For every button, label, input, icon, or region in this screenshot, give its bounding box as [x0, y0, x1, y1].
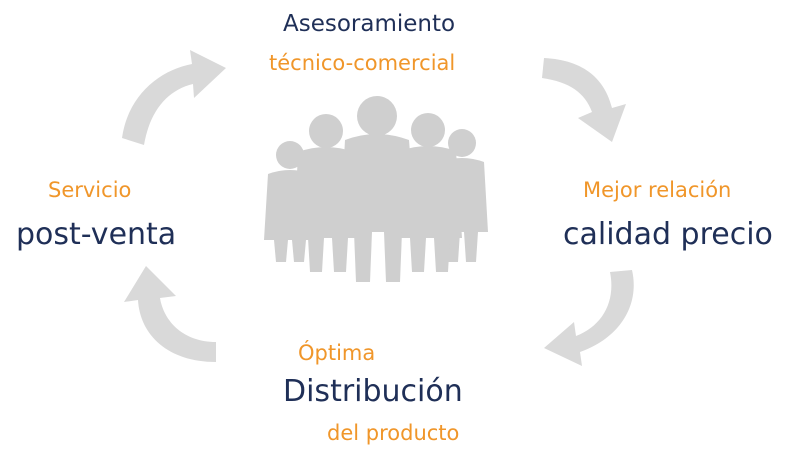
arrow-top-left-icon	[122, 50, 226, 145]
right-subtitle: Mejor relación	[583, 178, 732, 202]
arrow-top-right-icon	[542, 58, 626, 142]
people-group-icon	[264, 96, 488, 282]
top-title: Asesoramiento	[283, 11, 456, 37]
arrow-bottom-right-icon	[544, 270, 634, 366]
person-center	[340, 96, 416, 282]
bottom-title: Distribución	[283, 374, 463, 409]
bottom-post: del producto	[327, 421, 460, 445]
right-title: calidad precio	[563, 217, 773, 252]
left-title: post-venta	[16, 217, 177, 252]
left-subtitle: Servicio	[48, 178, 132, 202]
bottom-pre: Óptima	[298, 341, 376, 365]
arrow-bottom-left-icon	[124, 266, 216, 362]
person-mid-right	[396, 113, 462, 272]
top-subtitle: técnico-comercial	[269, 51, 456, 75]
